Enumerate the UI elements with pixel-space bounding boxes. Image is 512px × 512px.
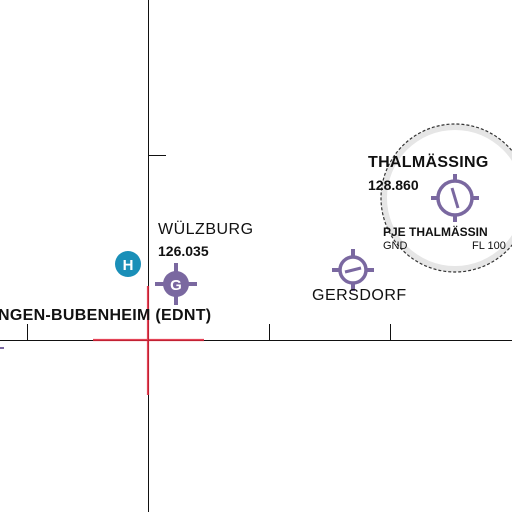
parachute-zone-lower-limit: GND [383, 240, 408, 252]
airfield-name-wulzburg: WÜLZBURG [158, 221, 254, 238]
crosshair-icon [93, 286, 204, 395]
heliport-icon: H [115, 251, 141, 277]
svg-text:H: H [123, 257, 134, 274]
glider-airfield-icon: G [155, 263, 197, 305]
airfield-name-thalmassing: THALMÄSSING [368, 154, 489, 171]
airfield-name-gersdorf: GERSDORF [312, 287, 407, 304]
airfield-icon [431, 174, 479, 222]
airfield-icon [332, 249, 374, 291]
parachute-zone-label: PJE THALMÄSSIN [383, 225, 488, 239]
airfield-frequency-thalmassing: 128.860 [368, 177, 419, 193]
aerodrome-label: NGEN-BUBENHEIM (EDNT) [0, 307, 212, 324]
svg-text:G: G [170, 277, 182, 294]
airfield-frequency-wulzburg: 126.035 [158, 243, 209, 259]
parachute-zone-upper-limit: FL 100 [472, 240, 506, 252]
